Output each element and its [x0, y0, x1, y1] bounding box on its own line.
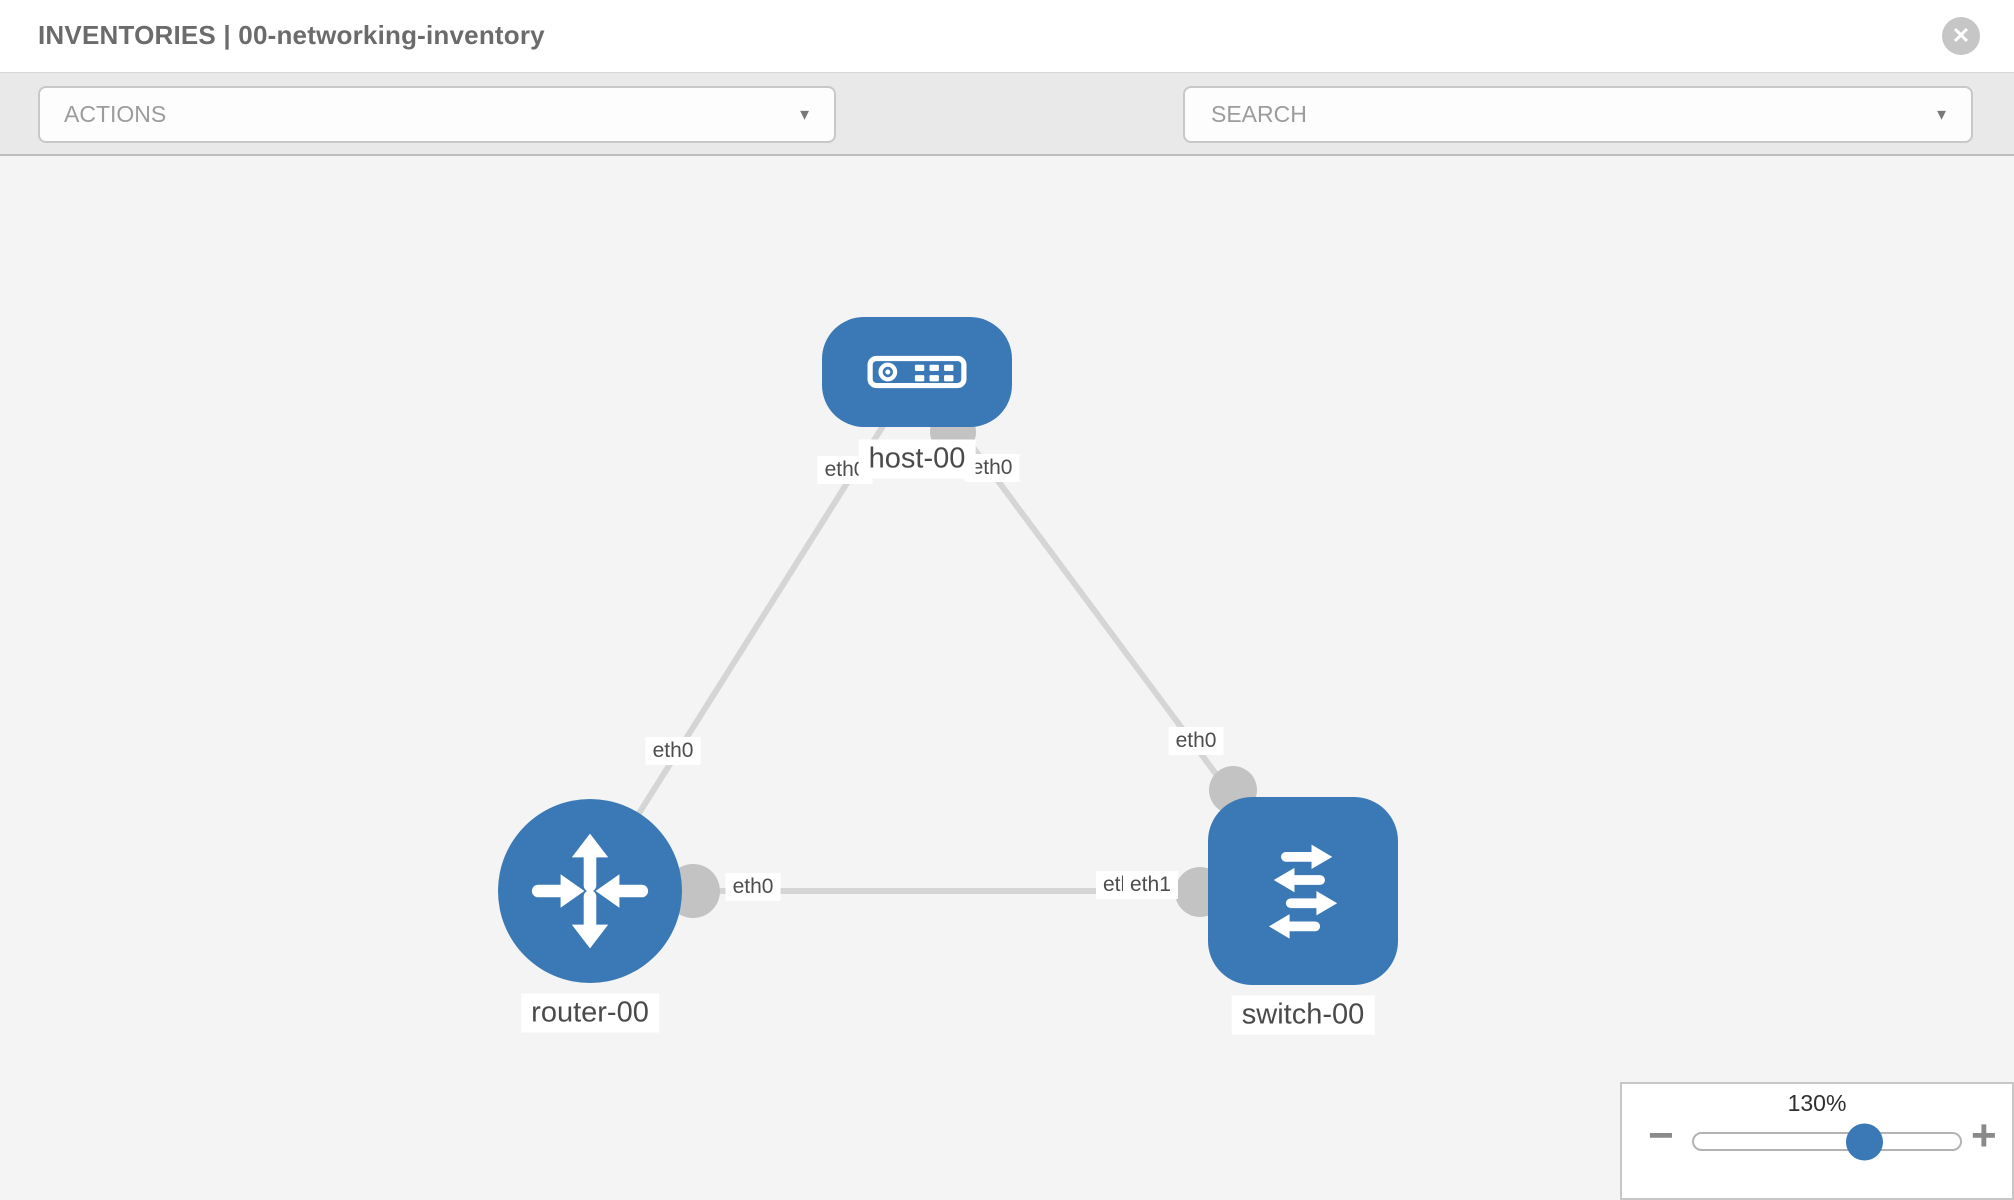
zoom-slider[interactable]	[1692, 1123, 1962, 1160]
actions-dropdown[interactable]: ACTIONS ▼	[38, 86, 836, 143]
topology-links	[587, 370, 1306, 918]
close-button[interactable]: ✕	[1942, 17, 1980, 55]
search-input[interactable]	[1209, 100, 1878, 129]
interface-label: eth0	[725, 873, 781, 901]
chevron-down-icon: ▼	[797, 106, 812, 123]
node-label-host: host-00	[858, 439, 976, 479]
zoom-in-button[interactable]: +	[1971, 1111, 1997, 1160]
toolbar: ACTIONS ▼ ▼	[0, 72, 2014, 204]
switch-arrows-icon	[1268, 844, 1338, 939]
close-icon: ✕	[1951, 23, 1971, 48]
server-icon	[867, 355, 967, 389]
router-arrows-icon	[531, 833, 649, 949]
interface-label: eth0	[645, 737, 701, 765]
chevron-down-icon: ▼	[1934, 106, 1949, 123]
zoom-out-button[interactable]: −	[1648, 1111, 1674, 1160]
node-host-00[interactable]	[822, 317, 1012, 427]
topology-canvas[interactable]: eth0 eth0 eth0 eth0 eth0 eth0 eth1 host-…	[0, 156, 2014, 1200]
node-label-router: router-00	[521, 993, 659, 1033]
search-dropdown[interactable]: ▼	[1183, 86, 1973, 143]
zoom-control-panel: 130% − +	[1620, 1082, 2014, 1200]
node-router-00[interactable]	[498, 799, 682, 983]
actions-dropdown-label: ACTIONS	[64, 101, 167, 127]
panel-header: INVENTORIES | 00-networking-inventory ✕	[0, 0, 2014, 72]
zoom-percent-label: 130%	[1787, 1090, 1847, 1116]
interface-label: eth0	[1168, 727, 1224, 755]
page-title: INVENTORIES | 00-networking-inventory	[38, 20, 545, 50]
node-switch-00[interactable]	[1208, 797, 1398, 985]
interface-label: eth1	[1123, 871, 1178, 899]
zoom-slider-handle[interactable]	[1846, 1123, 1884, 1160]
node-label-switch: switch-00	[1231, 995, 1375, 1035]
